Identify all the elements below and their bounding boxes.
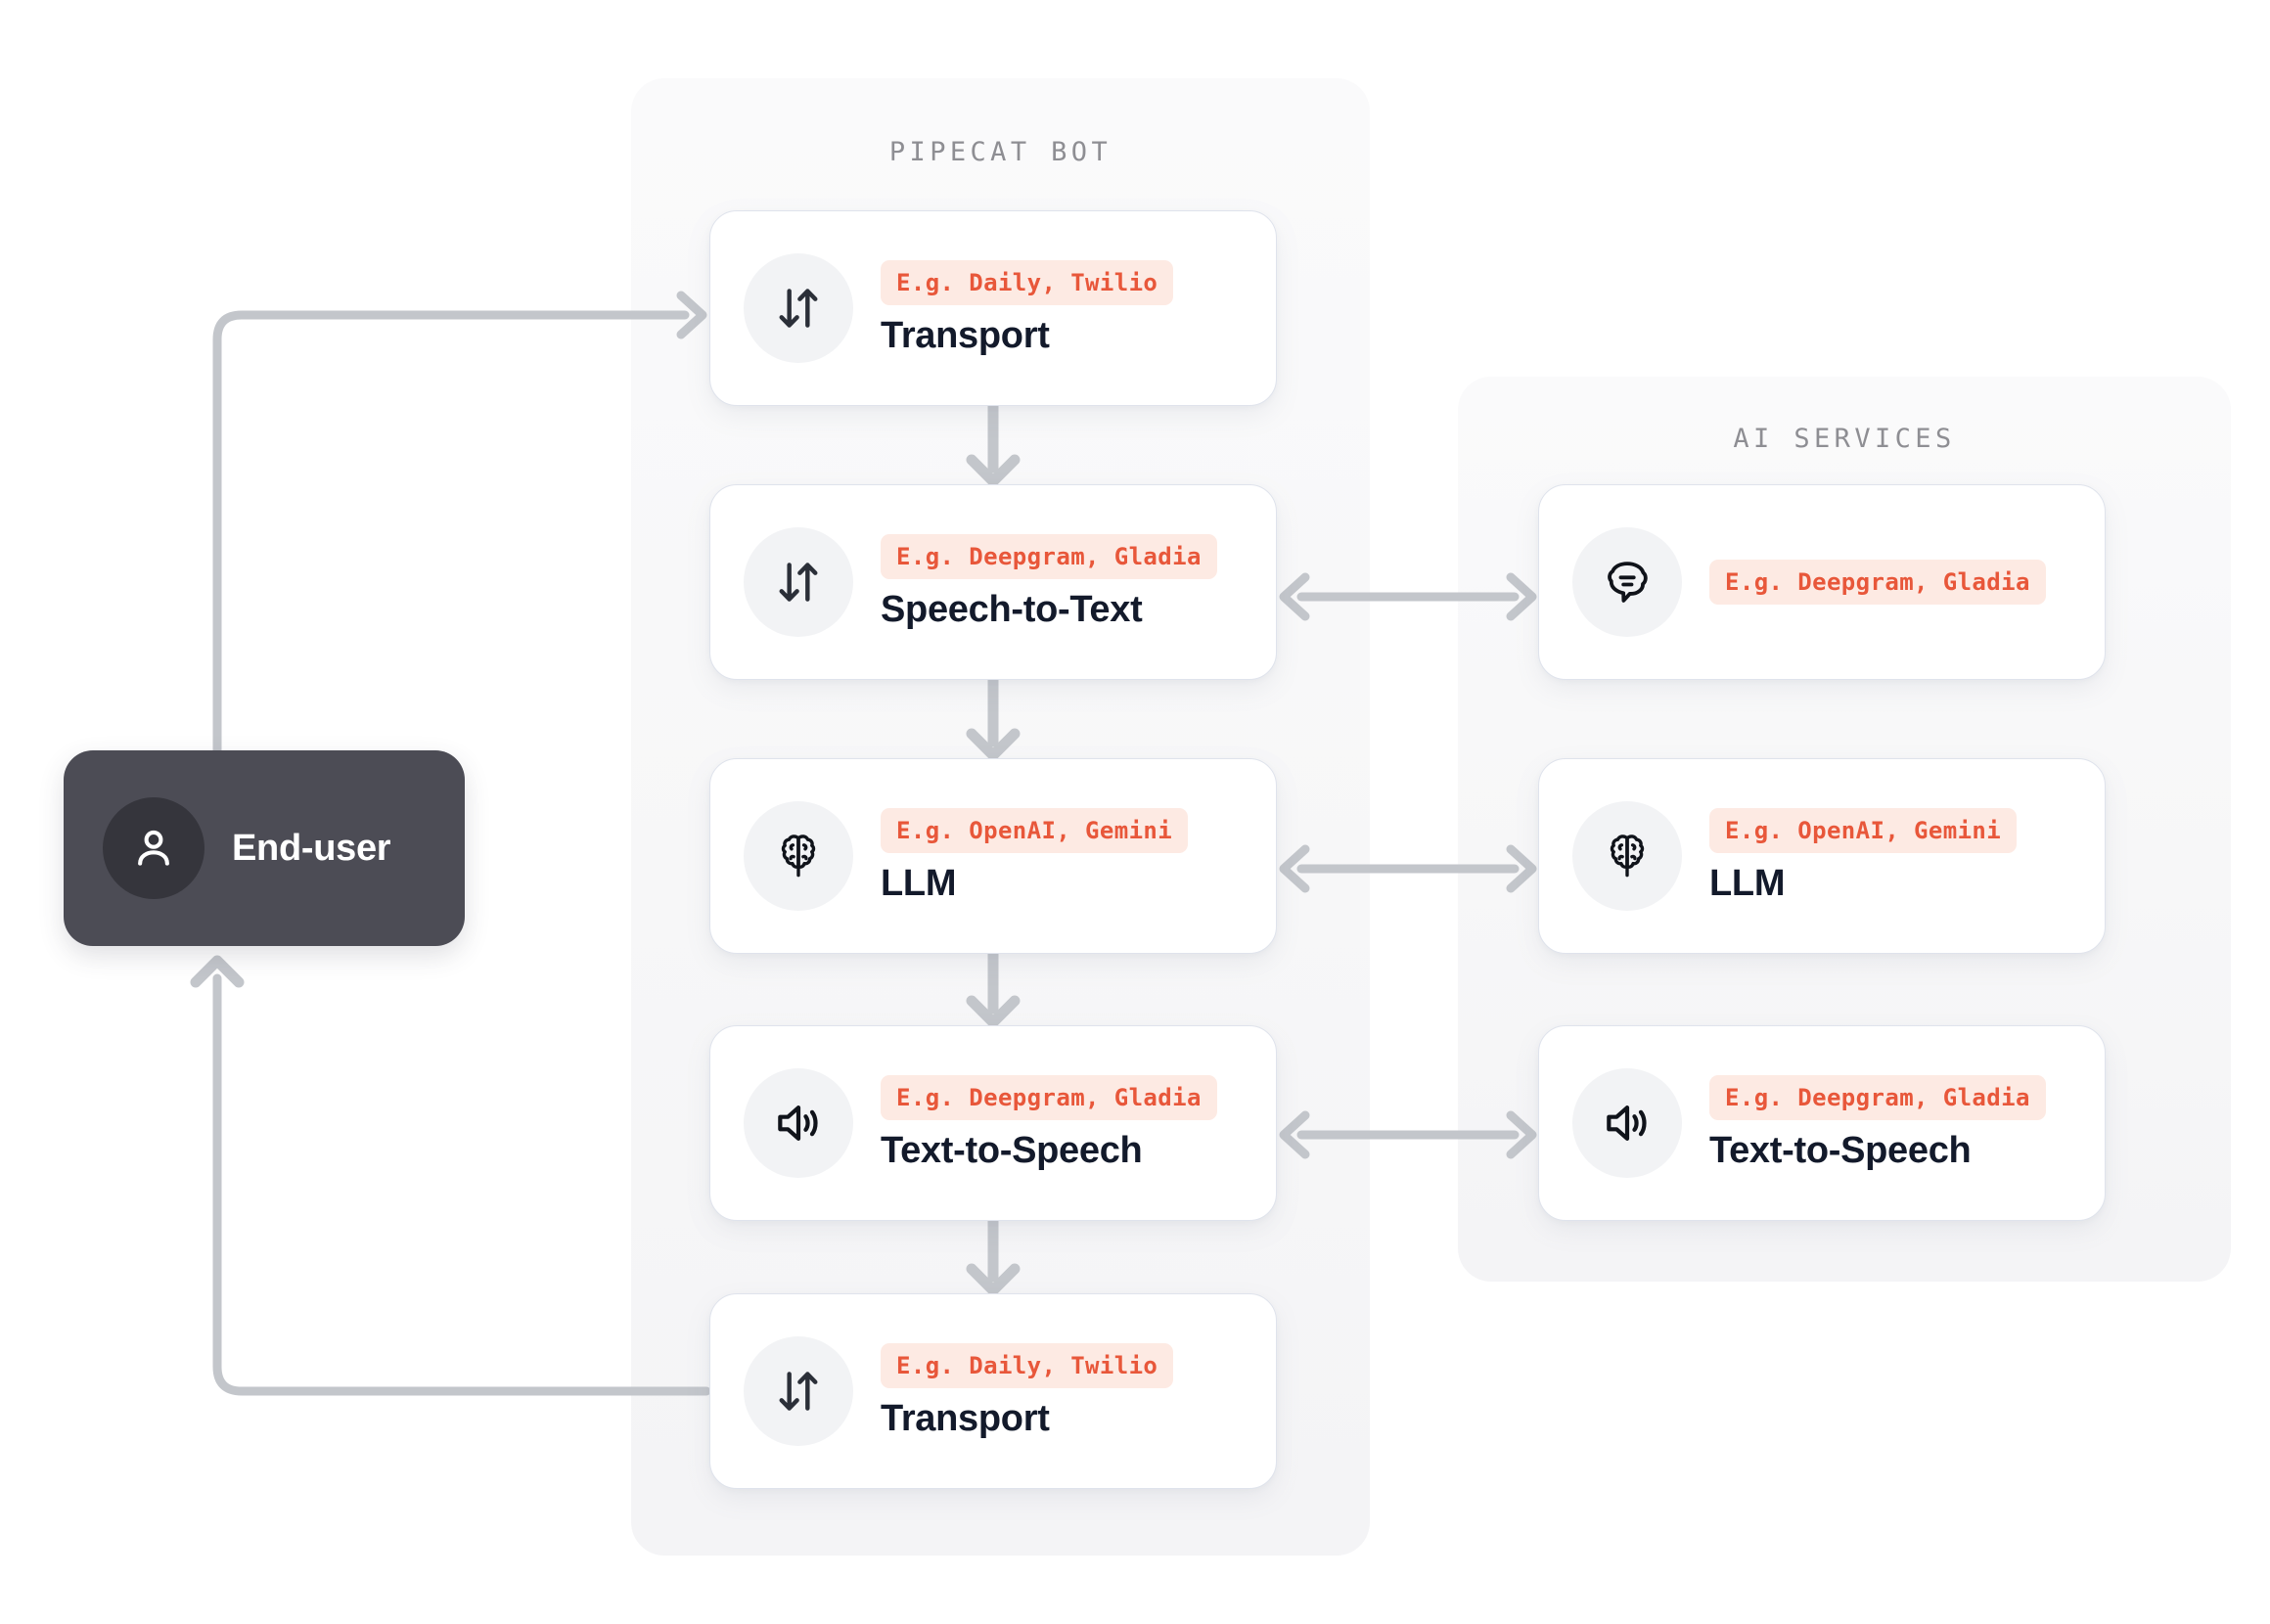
icon-circle [1572, 801, 1682, 911]
card-ai-llm[interactable]: E.g. OpenAI, Gemini LLM [1538, 758, 2106, 954]
card-badge: E.g. OpenAI, Gemini [1709, 807, 2018, 853]
card-text-to-speech[interactable]: E.g. Deepgram, Gladia Text-to-Speech [709, 1025, 1277, 1221]
panel-title-pipecat-bot: PIPECAT BOT [888, 137, 1112, 167]
icon-circle [744, 801, 853, 911]
card-title: Transport [881, 1397, 1050, 1439]
person-icon [138, 830, 169, 866]
card-badge: E.g. Daily, Twilio [881, 259, 1174, 305]
transfer-arrows-icon [779, 563, 818, 602]
card-body: E.g. Deepgram, Gladia Speech-to-Text [881, 533, 1217, 631]
card-llm[interactable]: E.g. OpenAI, Gemini LLM [709, 758, 1277, 954]
card-title: Text-to-Speech [1709, 1129, 1972, 1171]
card-badge: E.g. OpenAI, Gemini [881, 807, 1189, 853]
card-badge: E.g. Deepgram, Gladia [1709, 560, 2046, 605]
icon-circle [744, 253, 853, 363]
card-badge: E.g. Deepgram, Gladia [881, 533, 1217, 579]
speech-bubble-icon [1608, 562, 1648, 603]
connector-enduser-to-transport-in [212, 295, 703, 755]
icon-circle [1572, 1068, 1682, 1178]
card-title: Speech-to-Text [881, 588, 1143, 630]
brain-icon [1610, 835, 1645, 878]
card-body: E.g. Deepgram, Gladia Text-to-Speech [1709, 1074, 2046, 1172]
card-title: Text-to-Speech [881, 1129, 1143, 1171]
panel-title-ai-services: AI SERVICES [1733, 424, 1956, 454]
card-body: E.g. OpenAI, Gemini LLM [1709, 807, 2018, 905]
transfer-arrows-icon [779, 289, 818, 328]
card-badge: E.g. Deepgram, Gladia [1709, 1074, 2046, 1120]
icon-circle [1572, 527, 1682, 637]
connector-transport-out-to-enduser [196, 961, 711, 1396]
card-badge: E.g. Deepgram, Gladia [881, 1074, 1217, 1120]
end-user-label: End-user [232, 827, 391, 869]
icon-circle [744, 1068, 853, 1178]
card-body: E.g. Daily, Twilio Transport [881, 1342, 1174, 1440]
card-body: E.g. OpenAI, Gemini LLM [881, 807, 1189, 905]
card-speech-to-text[interactable]: E.g. Deepgram, Gladia Speech-to-Text [709, 484, 1277, 680]
card-transport-out[interactable]: E.g. Daily, Twilio Transport [709, 1293, 1277, 1489]
card-body: E.g. Deepgram, Gladia Text-to-Speech [881, 1074, 1217, 1172]
icon-circle [744, 1336, 853, 1446]
transfer-arrows-icon [779, 1372, 818, 1411]
card-badge: E.g. Daily, Twilio [881, 1342, 1174, 1388]
brain-icon [781, 835, 816, 878]
card-transport-in[interactable]: E.g. Daily, Twilio Transport [709, 210, 1277, 406]
end-user-node[interactable]: End-user [64, 750, 465, 946]
card-body: E.g. Deepgram, Gladia [1709, 560, 2046, 605]
card-body: E.g. Daily, Twilio Transport [881, 259, 1174, 357]
card-title: Transport [881, 314, 1050, 356]
speaker-icon [1607, 1105, 1647, 1141]
card-title: LLM [881, 862, 957, 904]
speaker-icon [778, 1105, 818, 1141]
icon-circle [744, 527, 853, 637]
card-ai-text-to-speech[interactable]: E.g. Deepgram, Gladia Text-to-Speech [1538, 1025, 2106, 1221]
card-ai-speech-to-text[interactable]: E.g. Deepgram, Gladia [1538, 484, 2106, 680]
avatar [103, 797, 204, 899]
card-title: LLM [1709, 862, 1786, 904]
